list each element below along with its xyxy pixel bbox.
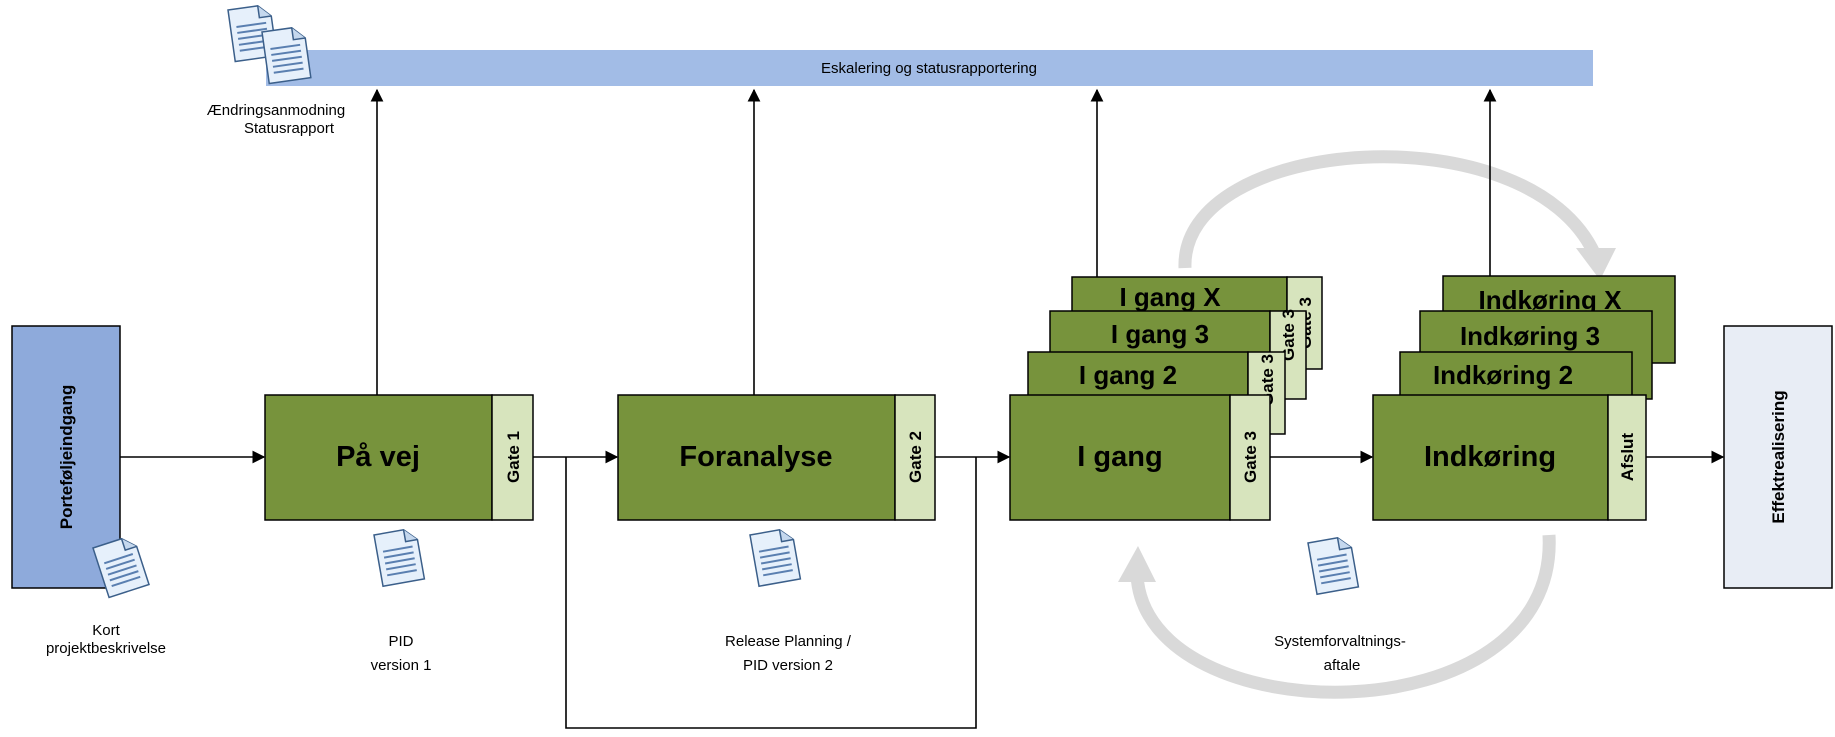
cycle-arrow-top	[1178, 150, 1601, 269]
doc-label-change-request: Ændringsanmodning	[207, 102, 345, 119]
doc-label-pid-1: PID	[388, 633, 413, 650]
banner-label: Eskalering og statusrapportering	[821, 60, 1037, 77]
gate-label-i-gang-2: Gate 3	[1258, 354, 1277, 406]
gate-label-2: Gate 2	[906, 431, 925, 483]
gate-box-afslut	[1607, 394, 1647, 521]
phase-box-i-gang	[1009, 394, 1231, 521]
start-doc-label-1: Kort	[92, 622, 120, 639]
doc-label-pid-2: version 1	[371, 657, 432, 674]
document-icon	[373, 526, 426, 588]
gate-label-afslut: Afslut	[1618, 433, 1637, 482]
start-box-label: Porteføljeindgang	[57, 385, 76, 530]
gate-box-2	[894, 394, 936, 521]
phase-title-indkoring-3: Indkøring 3	[1460, 321, 1600, 351]
phase-title-indkoring: Indkøring	[1424, 441, 1556, 473]
doc-label-status-report: Statusrapport	[244, 120, 335, 137]
phase-title-foranalyse: Foranalyse	[679, 441, 832, 473]
gate-box-1	[491, 394, 534, 521]
phase-box-pa-vej	[264, 394, 493, 521]
document-icon	[749, 526, 802, 588]
banner-bar	[266, 50, 1593, 86]
phase-title-i-gang-3: I gang 3	[1111, 319, 1209, 349]
gate-label-i-gang-3: Gate 3	[1279, 309, 1298, 361]
start-doc-label-2: projektbeskrivelse	[46, 640, 166, 657]
phase-box-indkoring	[1372, 394, 1609, 521]
gate-label-3: Gate 3	[1241, 431, 1260, 483]
doc-label-release-1: Release Planning /	[725, 633, 852, 650]
doc-label-system-1: Systemforvaltnings-	[1274, 633, 1406, 650]
bypass-loop	[565, 457, 977, 729]
phase-title-i-gang: I gang	[1077, 441, 1162, 473]
phase-title-pa-vej: På vej	[336, 441, 420, 473]
cycle-arrow-bottom-head	[1118, 546, 1156, 582]
phase-title-i-gang-x: I gang X	[1119, 282, 1221, 312]
end-box-label: Effektrealisering	[1769, 390, 1788, 523]
phase-box-foranalyse	[617, 394, 896, 521]
document-icon	[261, 25, 312, 85]
phase-title-indkoring-2: Indkøring 2	[1433, 360, 1573, 390]
doc-label-release-2: PID version 2	[743, 657, 833, 674]
cycle-arrow-top-head	[1576, 248, 1616, 280]
gate-label-1: Gate 1	[504, 431, 523, 483]
document-icon	[1307, 534, 1360, 596]
phase-title-indkoring-x: Indkøring X	[1479, 285, 1623, 315]
cycle-arrow-bottom	[1130, 534, 1556, 699]
phase-title-i-gang-2: I gang 2	[1079, 360, 1177, 390]
end-box	[1723, 325, 1833, 589]
doc-label-system-2: aftale	[1324, 657, 1361, 674]
